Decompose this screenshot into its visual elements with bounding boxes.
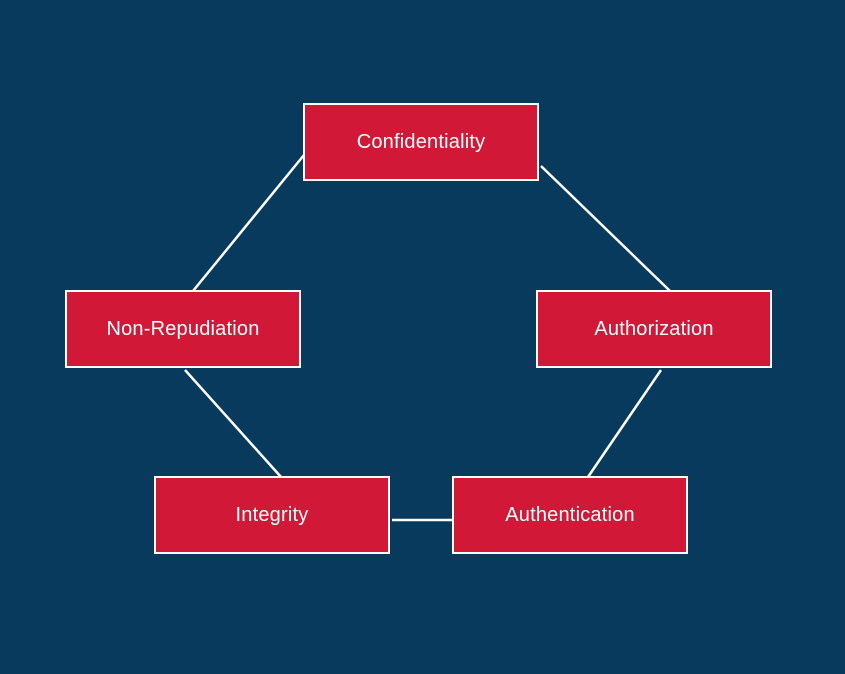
node-integrity: Integrity: [154, 476, 390, 554]
node-authorization: Authorization: [536, 290, 772, 368]
connector-confidentiality-authorization: [540, 165, 671, 292]
node-label-confidentiality: Confidentiality: [356, 130, 486, 153]
node-label-integrity: Integrity: [235, 503, 309, 526]
node-non-repudiation: Non-Repudiation: [65, 290, 301, 368]
node-confidentiality: Confidentiality: [303, 103, 539, 181]
node-label-authorization: Authorization: [594, 317, 714, 340]
connector-authorization-authentication: [586, 369, 663, 478]
connector-integrity-non-repudiation: [184, 369, 282, 478]
connector-non-repudiation-confidentiality: [192, 154, 305, 292]
node-authentication: Authentication: [452, 476, 688, 554]
node-label-authentication: Authentication: [505, 503, 635, 526]
node-label-non-repudiation: Non-Repudiation: [106, 317, 260, 340]
